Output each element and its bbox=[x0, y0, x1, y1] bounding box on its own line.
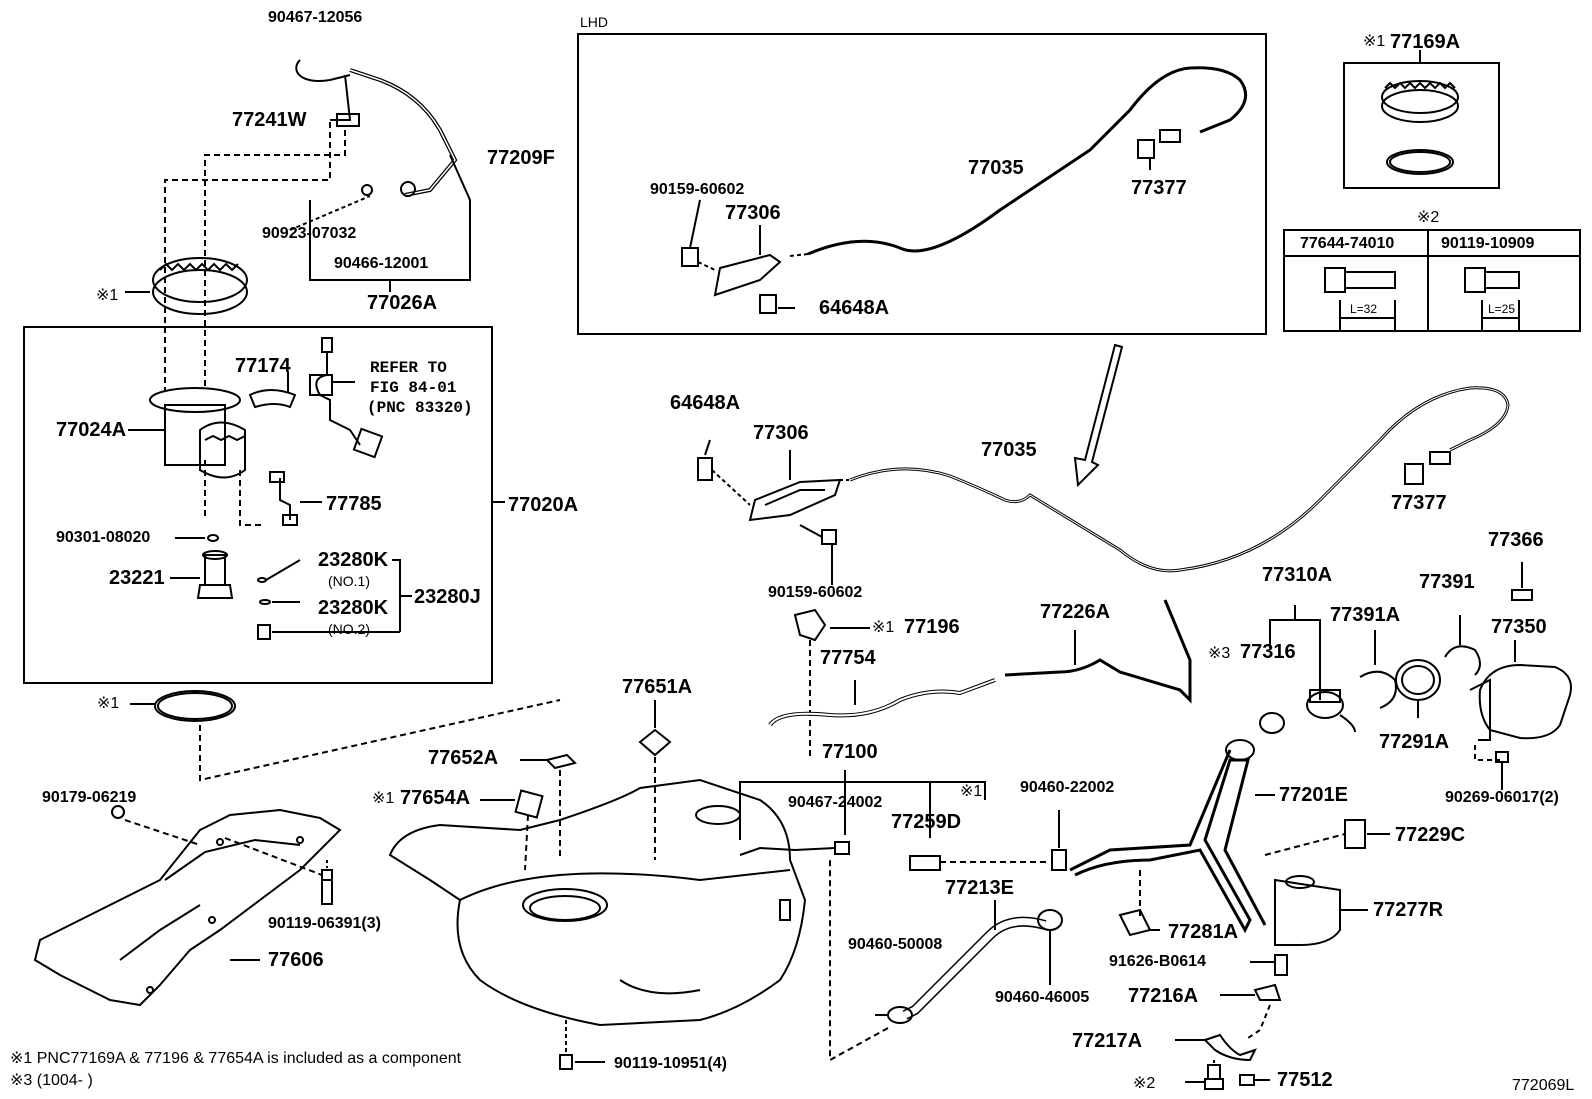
part-label-77201E: 77201E bbox=[1279, 784, 1348, 806]
part-label-77020A: 77020A bbox=[508, 494, 579, 516]
part-label-77026A: 77026A bbox=[367, 292, 438, 314]
part-label-90460-22002: 90460-22002 bbox=[1020, 779, 1115, 796]
part-label-77306: 77306 bbox=[753, 422, 809, 444]
part-label-64648A: 64648A bbox=[670, 392, 741, 414]
part-label-77281A: 77281A bbox=[1168, 921, 1239, 943]
part-label-90466-12001: 90466-12001 bbox=[334, 255, 429, 272]
part-label-77174: 77174 bbox=[235, 355, 291, 377]
part-label-77654A: 77654A bbox=[400, 787, 471, 809]
part-label-77259D: 77259D bbox=[891, 811, 962, 833]
part-label-77226A: 77226A bbox=[1040, 601, 1111, 623]
lhd-label: LHD bbox=[580, 14, 609, 30]
part-label-90467-12056: 90467-12056 bbox=[268, 9, 363, 26]
part-label-77652A: 77652A bbox=[428, 747, 499, 769]
part-label-77035-lhd: 77035 bbox=[968, 157, 1024, 179]
reference-mark-77316: ※3 bbox=[1208, 645, 1231, 662]
reference-mark-77654A: ※1 bbox=[372, 790, 395, 807]
part-label-77306-lhd: 77306 bbox=[725, 202, 781, 224]
refer-to-label: REFER TO bbox=[370, 359, 447, 377]
no1-label: (NO.1) bbox=[328, 573, 370, 589]
part-label-90119-10951: 90119-10951(4) bbox=[614, 1055, 727, 1072]
footnote-3: ※3 (1004- ) bbox=[10, 1072, 93, 1089]
footnote-1: ※1 PNC77169A & 77196 & 77654A is include… bbox=[10, 1050, 462, 1067]
part-label-90301-08020: 90301-08020 bbox=[56, 529, 151, 546]
part-label-90467-24002: 90467-24002 bbox=[788, 794, 883, 811]
part-label-77216A: 77216A bbox=[1128, 985, 1199, 1007]
part-label-77512: 77512 bbox=[1277, 1069, 1333, 1091]
part-label-77196: 77196 bbox=[904, 616, 960, 638]
part-label-77217A: 77217A bbox=[1072, 1030, 1143, 1052]
part-label-77209F: 77209F bbox=[487, 147, 555, 169]
part-label-77316: 77316 bbox=[1240, 641, 1296, 663]
part-label-90179-06219: 90179-06219 bbox=[42, 789, 137, 806]
no2-label: (NO.2) bbox=[328, 621, 370, 637]
part-label-77035: 77035 bbox=[981, 439, 1037, 461]
table-col-77644-74010: 77644-74010 bbox=[1300, 235, 1395, 252]
part-label-77754: 77754 bbox=[820, 647, 876, 669]
pnc-label: (PNC 83320) bbox=[367, 399, 473, 417]
part-label-77391A: 77391A bbox=[1330, 604, 1401, 626]
reference-mark-2-table: ※2 bbox=[1417, 209, 1440, 226]
fig-label: FIG 84-01 bbox=[370, 379, 457, 397]
part-label-90119-06391: 90119-06391(3) bbox=[268, 915, 381, 932]
length-l25: L=25 bbox=[1488, 302, 1516, 316]
part-label-77350: 77350 bbox=[1491, 616, 1547, 638]
reference-mark-77196: ※1 bbox=[872, 619, 895, 636]
part-label-90159-60602-lhd: 90159-60602 bbox=[650, 181, 745, 198]
part-label-77291A: 77291A bbox=[1379, 731, 1450, 753]
part-label-77024A: 77024A bbox=[56, 419, 127, 441]
reference-mark-1b: ※1 bbox=[97, 695, 120, 712]
reference-mark-2b: ※2 bbox=[1133, 1075, 1156, 1092]
part-label-77169A: 77169A bbox=[1390, 31, 1461, 53]
reference-mark-1: ※1 bbox=[96, 287, 119, 304]
part-label-77366: 77366 bbox=[1488, 529, 1544, 551]
length-l32: L=32 bbox=[1350, 302, 1378, 316]
part-label-23280J: 23280J bbox=[414, 586, 481, 608]
part-label-77377: 77377 bbox=[1391, 492, 1447, 514]
part-label-77229C: 77229C bbox=[1395, 824, 1466, 846]
part-label-23280K-no1: 23280K bbox=[318, 549, 389, 571]
part-label-23221: 23221 bbox=[109, 567, 165, 589]
part-label-23280K-no2: 23280K bbox=[318, 597, 389, 619]
part-label-77377-lhd: 77377 bbox=[1131, 177, 1187, 199]
part-label-90460-46005: 90460-46005 bbox=[995, 989, 1090, 1006]
part-label-90460-50008: 90460-50008 bbox=[848, 936, 943, 953]
part-label-91626-B0614: 91626-B0614 bbox=[1109, 953, 1206, 970]
part-label-77606: 77606 bbox=[268, 949, 324, 971]
part-label-77651A: 77651A bbox=[622, 676, 693, 698]
part-label-77277R: 77277R bbox=[1373, 899, 1444, 921]
part-label-90269-06017: 90269-06017(2) bbox=[1445, 789, 1559, 806]
part-label-77310A: 77310A bbox=[1262, 564, 1333, 586]
part-label-77213E: 77213E bbox=[945, 877, 1014, 899]
reference-mark-1c: ※1 bbox=[960, 783, 983, 800]
part-label-64648A-lhd: 64648A bbox=[819, 297, 890, 319]
part-label-77100: 77100 bbox=[822, 741, 878, 763]
diagram-id: 772069L bbox=[1512, 1077, 1575, 1094]
part-label-90159-60602: 90159-60602 bbox=[768, 584, 863, 601]
part-label-77785: 77785 bbox=[326, 493, 382, 515]
part-label-90923-07032: 90923-07032 bbox=[262, 225, 357, 242]
table-col-90119-10909: 90119-10909 bbox=[1441, 235, 1535, 252]
reference-mark-77169A: ※1 bbox=[1363, 33, 1386, 50]
part-label-77391: 77391 bbox=[1419, 571, 1475, 593]
part-label-77241W: 77241W bbox=[232, 109, 307, 131]
